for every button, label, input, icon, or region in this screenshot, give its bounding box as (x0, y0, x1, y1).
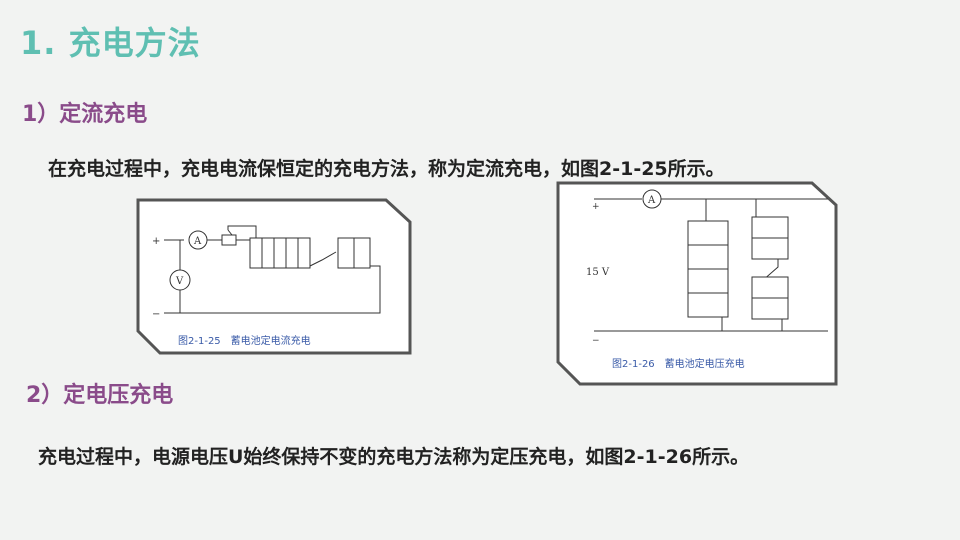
voltmeter-icon: V (175, 276, 184, 287)
page-title: 1. 充电方法 (20, 24, 201, 62)
ammeter-icon: A (647, 195, 656, 206)
figure-constant-current: + − A V 图2-1-25 蓄电池定电流充电 (136, 198, 412, 355)
constant-voltage-description: 充电过程中，电源电压U始终保持不变的充电方法称为定压充电，如图2-1-26所示。 (38, 446, 750, 468)
figure1-caption: 图2-1-25 蓄电池定电流充电 (178, 334, 311, 347)
section-heading-constant-voltage: 2）定电压充电 (26, 383, 174, 408)
voltage-label: 15 V (586, 267, 610, 278)
figure1-minus-label: − (152, 309, 160, 320)
figure2-plus-label: + (592, 202, 600, 212)
figure-constant-voltage: + − A 15 V 图2-1-26 蓄电池定电压充电 (556, 181, 838, 386)
figure2-caption: 图2-1-26 蓄电池定电压充电 (612, 357, 745, 370)
section-heading-constant-current: 1）定流充电 (22, 102, 148, 127)
figure2-minus-label: − (592, 336, 600, 346)
constant-current-description: 在充电过程中，充电电流保恒定的充电方法，称为定流充电，如图2-1-25所示。 (48, 158, 725, 180)
ammeter-icon: A (193, 236, 202, 247)
figure1-plus-label: + (152, 236, 160, 247)
